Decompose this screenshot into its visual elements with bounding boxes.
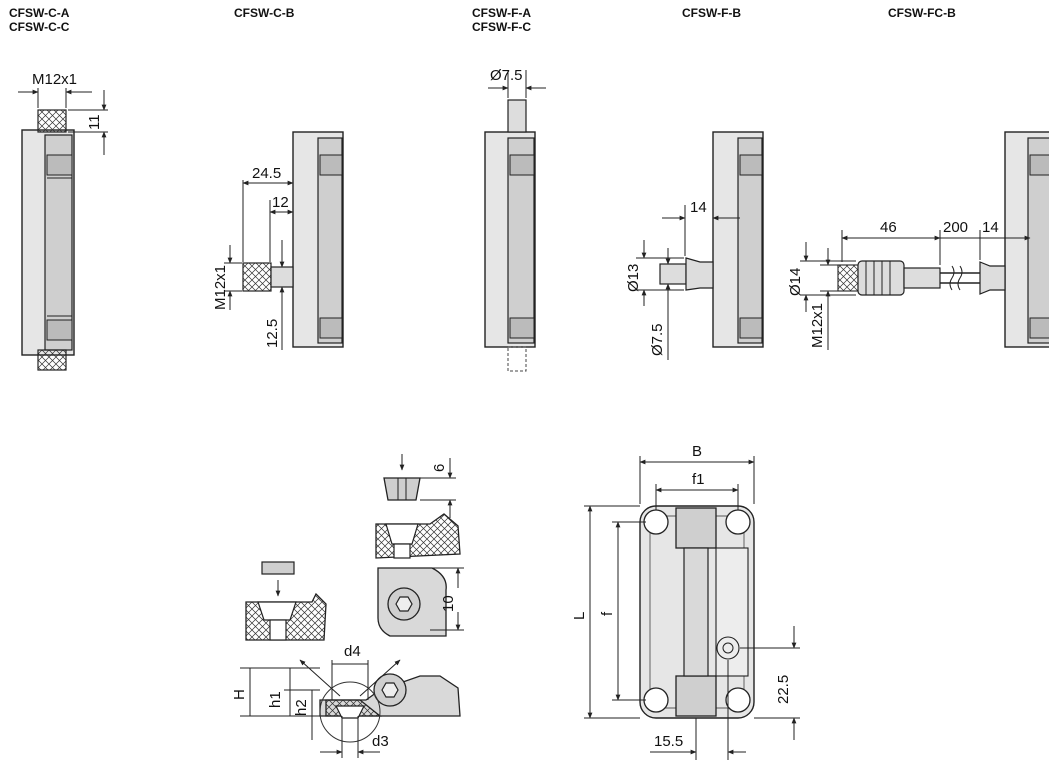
header-cfsw-c-b: CFSW-C-B bbox=[234, 6, 295, 20]
dim-h1: h1 bbox=[267, 691, 284, 708]
header-cfsw-fc-b: CFSW-FC-B bbox=[888, 6, 956, 20]
dim-H: H bbox=[231, 689, 248, 700]
view-cfsw-c-b: 24.5 12 M12x1 12.5 bbox=[212, 131, 344, 350]
dim-m12x1-top: M12x1 bbox=[32, 71, 77, 88]
dim-11: 11 bbox=[86, 114, 103, 130]
dim-dia14: Ø14 bbox=[787, 268, 804, 296]
dim-12-5: 12.5 bbox=[264, 319, 281, 348]
dim-14-f: 14 bbox=[690, 199, 707, 216]
dim-22-5: 22.5 bbox=[775, 675, 792, 704]
view-cfsw-fc-b: 46 200 14 Ø14 M12x1 bbox=[787, 131, 1049, 350]
dim-d4: d4 bbox=[344, 643, 361, 660]
dim-10: 10 bbox=[440, 595, 457, 612]
view-cfsw-f-b: 14 Ø13 Ø7.5 bbox=[625, 131, 764, 360]
dim-46: 46 bbox=[880, 219, 897, 236]
view-cfsw-c-a: M12x1 11 bbox=[18, 71, 108, 371]
dim-d3: d3 bbox=[372, 733, 389, 750]
dim-L: L bbox=[571, 612, 588, 620]
header-cfsw-f-b: CFSW-F-B bbox=[682, 6, 742, 20]
dim-200: 200 bbox=[943, 219, 968, 236]
dim-14-fc: 14 bbox=[982, 219, 999, 236]
dim-dia7-5-top: Ø7.5 bbox=[490, 67, 523, 84]
dim-f: f bbox=[599, 611, 616, 616]
dim-12: 12 bbox=[272, 194, 289, 211]
dim-15-5: 15.5 bbox=[654, 733, 683, 750]
dim-m12x1-fc: M12x1 bbox=[809, 303, 826, 348]
dim-24-5: 24.5 bbox=[252, 165, 281, 182]
dim-dia7-5-side: Ø7.5 bbox=[649, 323, 666, 356]
view-cfsw-f-a: Ø7.5 bbox=[484, 67, 546, 372]
dim-h2: h2 bbox=[293, 699, 310, 716]
dim-6: 6 bbox=[431, 464, 448, 472]
view-mounting-details: 6 10 d4 d bbox=[231, 454, 464, 758]
dim-m12x1-side: M12x1 bbox=[212, 265, 229, 310]
dim-f1: f1 bbox=[692, 471, 705, 488]
dim-B: B bbox=[692, 443, 702, 460]
dim-dia13: Ø13 bbox=[625, 264, 642, 292]
view-hinge-front: B f1 L f 22.5 15.5 bbox=[571, 443, 800, 760]
